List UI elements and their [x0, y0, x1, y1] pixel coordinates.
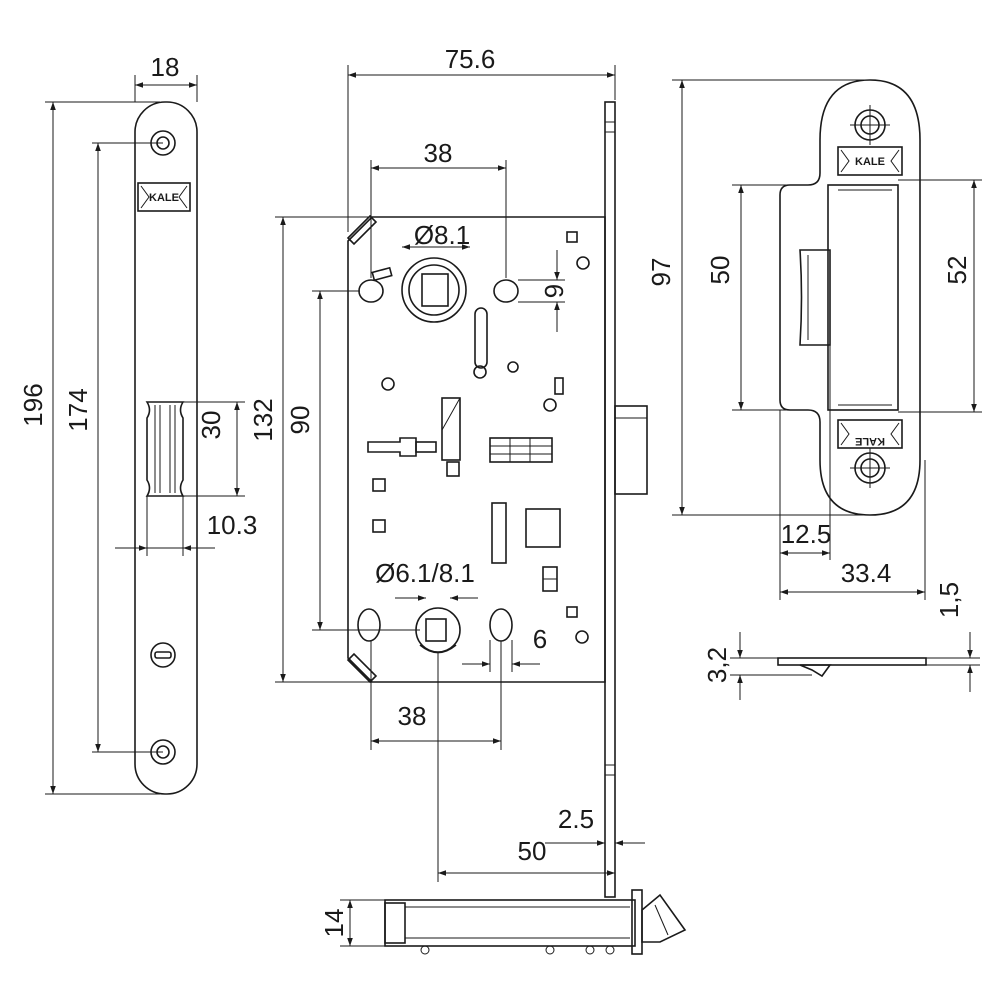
latch-slot	[145, 401, 185, 497]
dim-keyhole-bottom: 6	[533, 624, 547, 654]
dim-latch-slot-height: 30	[196, 411, 226, 440]
keeper-side-view: 1,5 3,2	[702, 582, 980, 700]
kale-logo-icon: KALE	[837, 146, 903, 176]
brand-logo-text: KALE	[855, 156, 885, 168]
dim-body-height: 132	[248, 398, 278, 441]
latch-bolt	[614, 405, 648, 495]
lock-side-view: 14	[319, 889, 687, 955]
screw-hole-icon	[850, 448, 890, 488]
brand-logo-text: KALE	[149, 192, 179, 204]
strike-dimensions: 18 196 174 30 10.3	[18, 52, 258, 795]
dim-keyhole-top: 6	[539, 284, 569, 298]
dim-keeper-width: 33.4	[841, 558, 892, 588]
dim-keeper-inner-left: 50	[705, 256, 735, 285]
screw-hole-icon	[850, 105, 890, 145]
dim-keeper-depth: 12.5	[781, 519, 832, 549]
dim-keeper-height: 97	[646, 258, 676, 287]
strike-plate: KALE	[134, 101, 198, 795]
latch-mechanism	[489, 437, 553, 463]
dim-keeper-inner-right: 52	[942, 256, 972, 285]
kale-logo-icon: KALE	[837, 419, 903, 449]
dim-keeper-lip: 3,2	[702, 647, 732, 683]
keyhole-right-bottom	[489, 608, 513, 642]
dim-latch-offset: 10.3	[207, 510, 258, 540]
dim-backset-bottom: 38	[398, 701, 427, 731]
dim-spindle-top: Ø8.1	[414, 220, 470, 250]
dim-backset-top: 38	[424, 138, 453, 168]
spindle-hub-top	[401, 257, 467, 323]
lock-body	[346, 101, 648, 898]
keyhole-right-top	[493, 279, 519, 303]
kale-logo-icon: KALE	[137, 182, 191, 212]
keeper-plate: KALE KALE	[779, 79, 921, 516]
dim-center-distance: 90	[285, 406, 315, 435]
spindle-hub-bottom	[415, 607, 461, 654]
dim-body-depth: 14	[319, 909, 349, 938]
dim-strike-length: 196	[18, 383, 48, 426]
brand-logo-text: KALE	[855, 435, 885, 447]
dim-backset: 50	[518, 836, 547, 866]
dim-faceplate-thickness: 2.5	[558, 804, 594, 834]
body-dimensions: 75.6 38 Ø8.1 6 132 90 Ø6.1/8.1 6	[248, 44, 645, 897]
keyhole-left-bottom	[357, 608, 381, 642]
indicator-slot-icon	[150, 642, 176, 668]
keyhole-left-top	[358, 279, 384, 303]
dim-strike-width: 18	[151, 52, 180, 82]
dim-keeper-thickness: 1,5	[934, 582, 964, 618]
keeper-dimensions: 97 50 52 12.5 33.4	[646, 79, 982, 600]
dim-body-width: 75.6	[445, 44, 496, 74]
dim-spindle-bottom: Ø6.1/8.1	[375, 558, 475, 588]
dim-strike-hole-spacing: 174	[63, 388, 93, 431]
